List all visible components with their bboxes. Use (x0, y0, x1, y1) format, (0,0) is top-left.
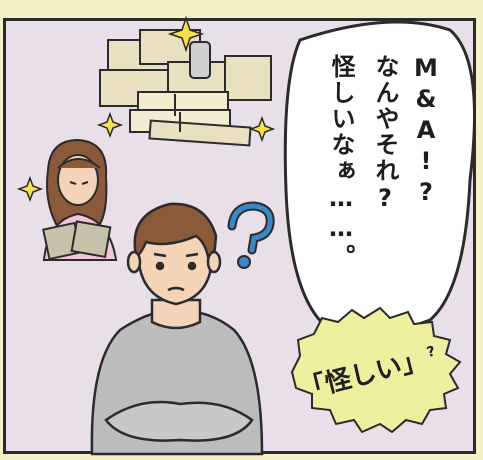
sparkle-icon (16, 15, 276, 203)
burst-label-suffix: ? (425, 343, 438, 362)
speech-line-3: 怪しいなぁ……。 (327, 54, 355, 270)
man-figure (90, 202, 264, 456)
speech-line-1: M&A!? (412, 54, 440, 209)
woman-figure (42, 138, 118, 261)
thought-burst (290, 306, 462, 434)
speech-line-2: なんやそれ? (371, 54, 399, 214)
speech-bubble (283, 20, 476, 335)
question-mark-icon (227, 201, 275, 269)
money-stack-icon (99, 29, 272, 147)
